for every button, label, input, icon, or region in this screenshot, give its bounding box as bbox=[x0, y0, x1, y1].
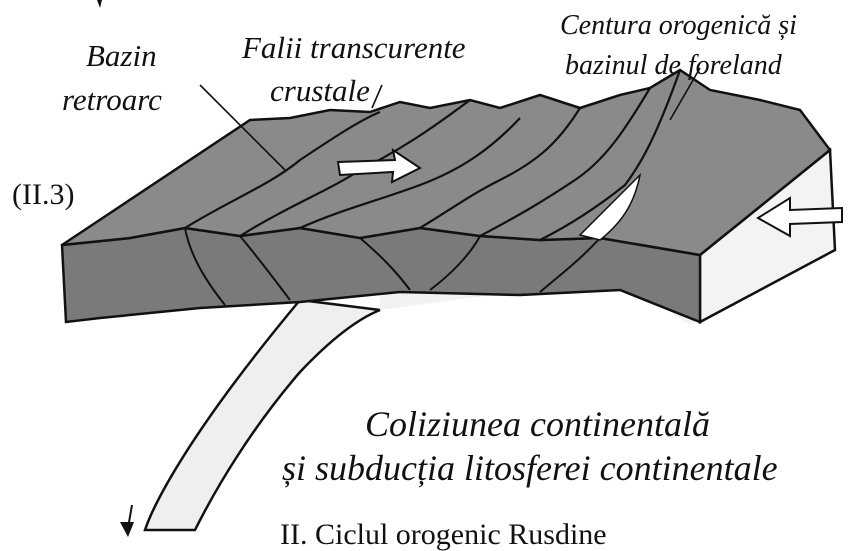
subduction-arrow-icon bbox=[120, 505, 134, 537]
block-top-surface bbox=[62, 70, 830, 255]
label-falii-line1: Falii transcurente bbox=[242, 32, 466, 63]
subducting-slab bbox=[145, 300, 380, 530]
label-bazin-line2: retroarc bbox=[62, 84, 162, 115]
label-centura-line2: bazinul de foreland bbox=[565, 52, 782, 80]
top-arrow-icon bbox=[97, 0, 102, 8]
stage-label: (II.3) bbox=[12, 180, 74, 210]
label-falii-line2: crustale bbox=[270, 75, 370, 106]
label-centura-line1: Centura orogenică și bbox=[560, 12, 797, 40]
caption-partial: II. Ciclul orogenic Rusdine bbox=[280, 520, 607, 550]
label-bazin-line1: Bazin bbox=[86, 40, 157, 71]
label-coliziune-line2: și subducția litosferei continentale bbox=[282, 450, 778, 486]
label-coliziune-line1: Coliziunea continentală bbox=[365, 406, 710, 442]
